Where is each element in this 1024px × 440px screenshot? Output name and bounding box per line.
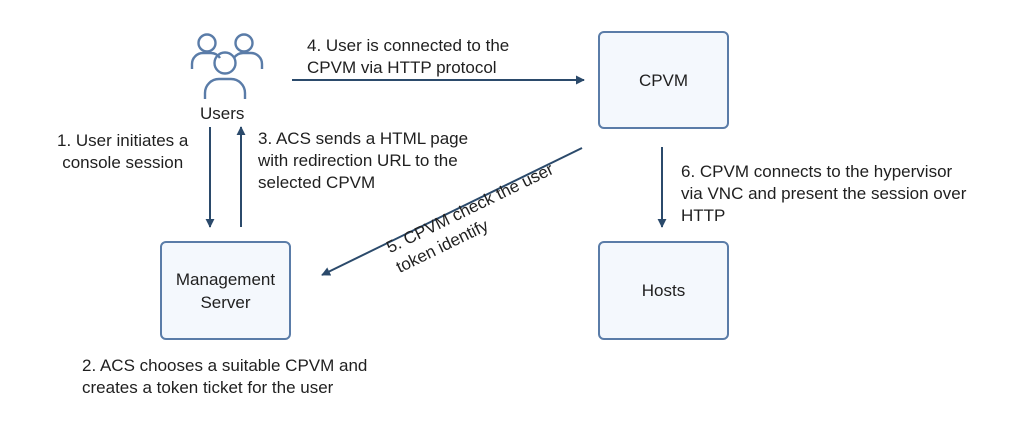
- users-label: Users: [200, 104, 245, 123]
- management-server-box: Management Server: [160, 241, 291, 340]
- step-2-label: 2. ACS chooses a suitable CPVM and creat…: [82, 356, 368, 397]
- cpvm-label: CPVM: [638, 70, 689, 90]
- hosts-box: Hosts: [598, 241, 729, 340]
- step-6-label: 6. CPVM connects to the hypervisor via V…: [681, 162, 967, 225]
- users-icon: [190, 33, 264, 99]
- step-1-label: 1. User initiates a console session: [57, 131, 189, 172]
- step-3-label: 3. ACS sends a HTML page with redirectio…: [258, 129, 469, 192]
- hosts-label: Hosts: [641, 281, 686, 300]
- cpvm-box: CPVM: [598, 31, 729, 129]
- management-server-label: Management Server: [175, 269, 276, 312]
- step-4-label: 4. User is connected to the CPVM via HTT…: [307, 36, 510, 77]
- arrow-cpvm-to-server: [321, 147, 583, 276]
